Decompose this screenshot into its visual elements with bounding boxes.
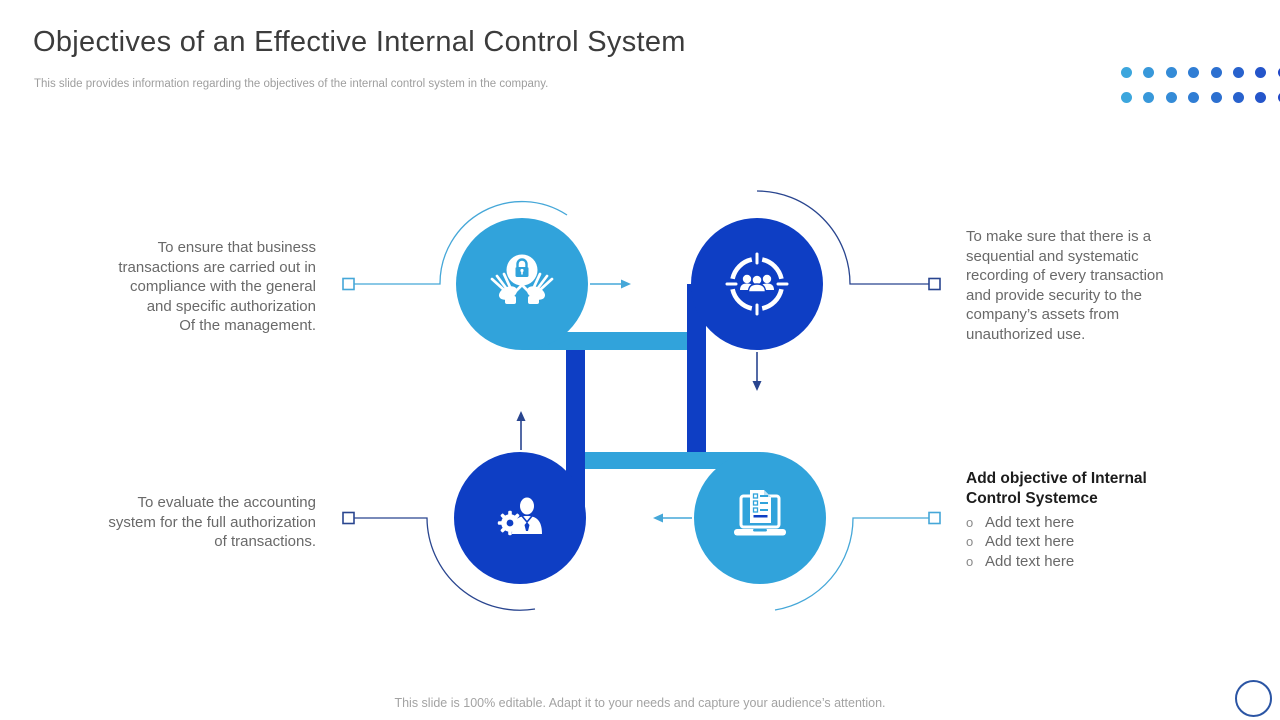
dot	[1121, 92, 1132, 103]
dot	[1143, 92, 1155, 103]
bullet-text: Add text here	[985, 552, 1075, 570]
dot	[1188, 92, 1200, 103]
bullet-marker: o	[966, 534, 974, 550]
page-subtitle: This slide provides information regardin…	[34, 78, 549, 90]
leader-line-bottom-right	[774, 517, 929, 611]
bullet-item: o Add text here	[966, 553, 1176, 572]
bullet-text: Add text here	[985, 514, 1075, 531]
dots-decoration	[1121, 67, 1280, 107]
dot	[1233, 67, 1244, 78]
hands-lock-icon	[490, 254, 554, 304]
dot	[1188, 67, 1200, 78]
flow-arrow-right-icon	[590, 279, 631, 289]
decor-circle	[1235, 680, 1272, 717]
band-left	[566, 349, 585, 509]
bullet-marker: o	[966, 553, 974, 569]
right-hand	[521, 272, 554, 304]
dot	[1255, 67, 1267, 78]
dot	[1210, 67, 1222, 78]
dot	[1121, 67, 1132, 78]
dot	[1165, 67, 1177, 78]
team-target-icon	[725, 252, 789, 316]
dot	[1255, 92, 1267, 103]
dot	[1233, 92, 1244, 103]
leader-line-top-right	[756, 190, 929, 285]
leader-line-top-left	[354, 200, 568, 285]
bullet-item: o Add text here	[966, 533, 1176, 552]
leader-line-bottom-left	[354, 517, 536, 611]
bullet-text: Add text here	[985, 533, 1075, 551]
add-objective-heading: Add objective of Internal Control System…	[966, 470, 1147, 507]
dot	[1143, 67, 1155, 78]
band-bottom	[585, 452, 760, 469]
laptop-checklist-icon	[734, 490, 786, 536]
band-top	[522, 332, 687, 350]
flow-arrow-down-icon	[752, 352, 762, 391]
connector-square-bottom-left	[342, 511, 355, 525]
objective-text-top-right: To make sure that there is a sequential …	[966, 228, 1164, 343]
page-title: Objectives of an Effective Internal Cont…	[33, 26, 686, 58]
bullet-marker: o	[966, 515, 974, 530]
dot	[1277, 92, 1280, 103]
band-right	[687, 284, 706, 452]
bullet-item: o Add text here	[966, 514, 1176, 533]
dot	[1165, 92, 1177, 103]
connector-square-bottom-right	[928, 511, 941, 525]
footer-note: This slide is 100% editable. Adapt it to…	[394, 696, 886, 710]
connector-square-top-right	[928, 277, 941, 291]
gear-icon	[497, 510, 523, 536]
objective-text-top-left: To ensure that business transactions are…	[118, 239, 316, 334]
connector-square-top-left	[342, 277, 355, 291]
flow-arrow-left-icon	[653, 513, 692, 523]
flow-arrow-up-icon	[516, 411, 526, 450]
dot	[1210, 92, 1222, 103]
dot	[1277, 67, 1280, 78]
left-hand	[490, 272, 523, 304]
manager-gear-icon	[497, 497, 542, 536]
objective-text-bottom-left: To evaluate the accounting system for th…	[108, 494, 316, 550]
